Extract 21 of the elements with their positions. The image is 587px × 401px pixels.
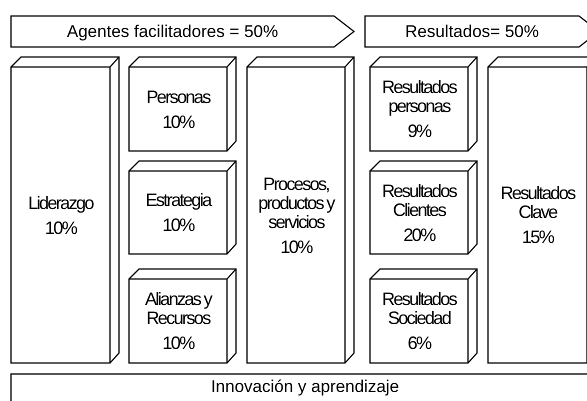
criterion-label: Liderazgo [28, 194, 93, 212]
header-label: Resultados= 50% [405, 22, 539, 42]
percentage-label: 9% [408, 122, 430, 141]
criterion-label: Resultados Clave [499, 184, 576, 222]
percentage-label: 10% [44, 218, 76, 238]
percentage-label: 6% [408, 334, 430, 353]
percentage-label: 10% [162, 334, 194, 353]
criterion-label: Procesos, productos y servicios [257, 174, 336, 232]
percentage-label: 20% [403, 226, 435, 244]
percentage-label: 10% [280, 238, 312, 256]
header-label: Agentes facilitadores = 50% [66, 22, 278, 42]
percentage-label: 10% [162, 112, 194, 132]
percentage-label: 10% [162, 216, 194, 235]
criterion-label: Estrategia [145, 191, 211, 210]
criterion-label: Resultados Clientes [380, 182, 458, 220]
band-label: Innovación y aprendizaje [210, 377, 400, 397]
criterion-label: Resultados Sociedad [380, 290, 458, 328]
criterion-label: Alianzas y Recursos [144, 290, 213, 328]
percentage-label: 15% [522, 228, 554, 247]
criterion-label: Personas [146, 88, 210, 106]
criterion-label: Resultados personas [380, 78, 458, 116]
